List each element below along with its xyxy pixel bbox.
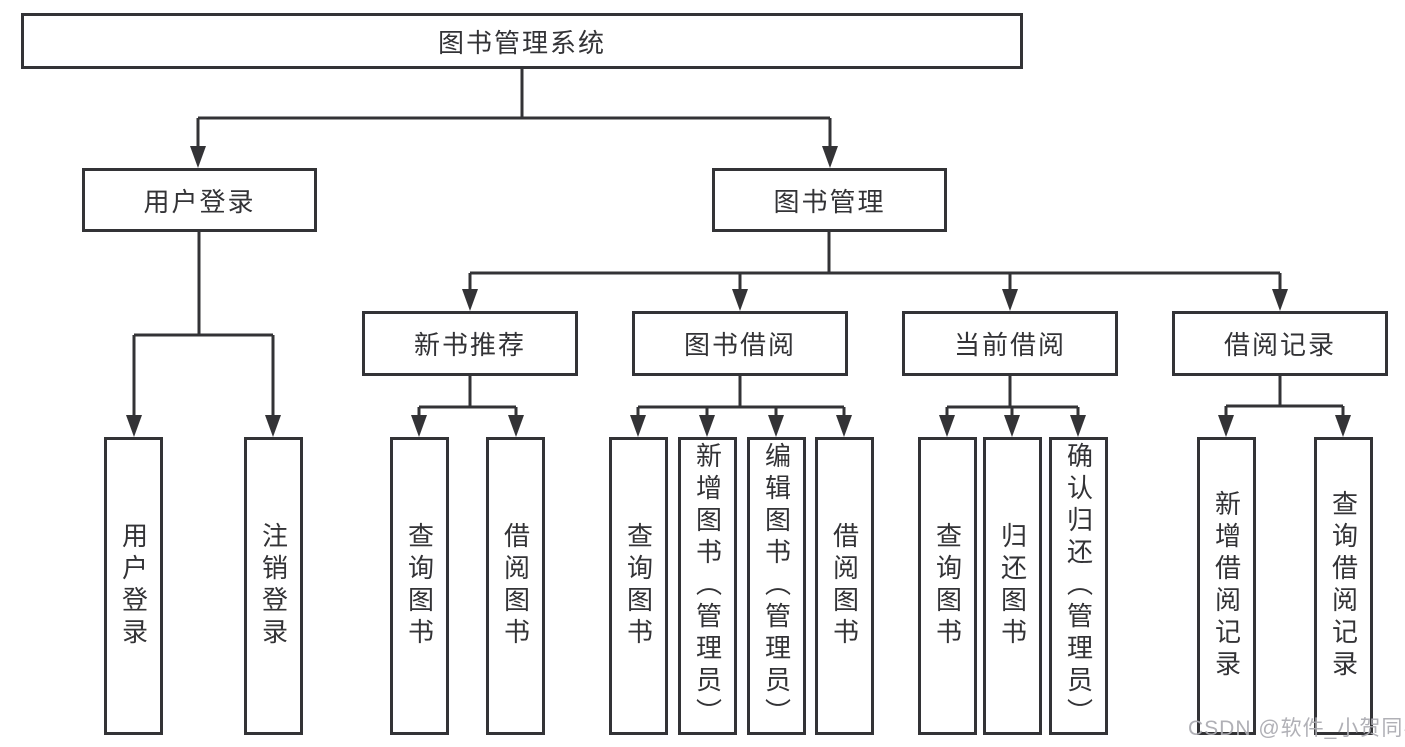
leaf-add-books-admin: 新增图书（管理员）	[678, 437, 737, 735]
leaf-query-books-2: 查询图书	[609, 437, 668, 735]
leaf-borrow-books-2: 借阅图书	[815, 437, 874, 735]
node-user-login: 用户登录	[82, 168, 317, 232]
node-root-library-management-system: 图书管理系统	[21, 13, 1023, 69]
leaf-borrow-books-1: 借阅图书	[486, 437, 545, 735]
leaf-confirm-return-admin: 确认归还（管理员）	[1049, 437, 1108, 735]
node-current-borrowing: 当前借阅	[902, 311, 1118, 376]
leaf-logout: 注销登录	[244, 437, 303, 735]
leaf-query-borrow-record: 查询借阅记录	[1314, 437, 1373, 735]
node-book-borrowing: 图书借阅	[632, 311, 848, 376]
leaf-query-books-3: 查询图书	[918, 437, 977, 735]
csdn-watermark: CSDN @软件_小贺同学	[1188, 717, 1405, 740]
node-borrowing-records: 借阅记录	[1172, 311, 1388, 376]
leaf-return-books: 归还图书	[983, 437, 1042, 735]
node-new-book-recommendation: 新书推荐	[362, 311, 578, 376]
leaf-add-borrow-record: 新增借阅记录	[1197, 437, 1256, 735]
node-book-management: 图书管理	[712, 168, 947, 232]
leaf-query-books-1: 查询图书	[390, 437, 449, 735]
leaf-edit-books-admin: 编辑图书（管理员）	[747, 437, 806, 735]
leaf-user-login: 用户登录	[104, 437, 163, 735]
